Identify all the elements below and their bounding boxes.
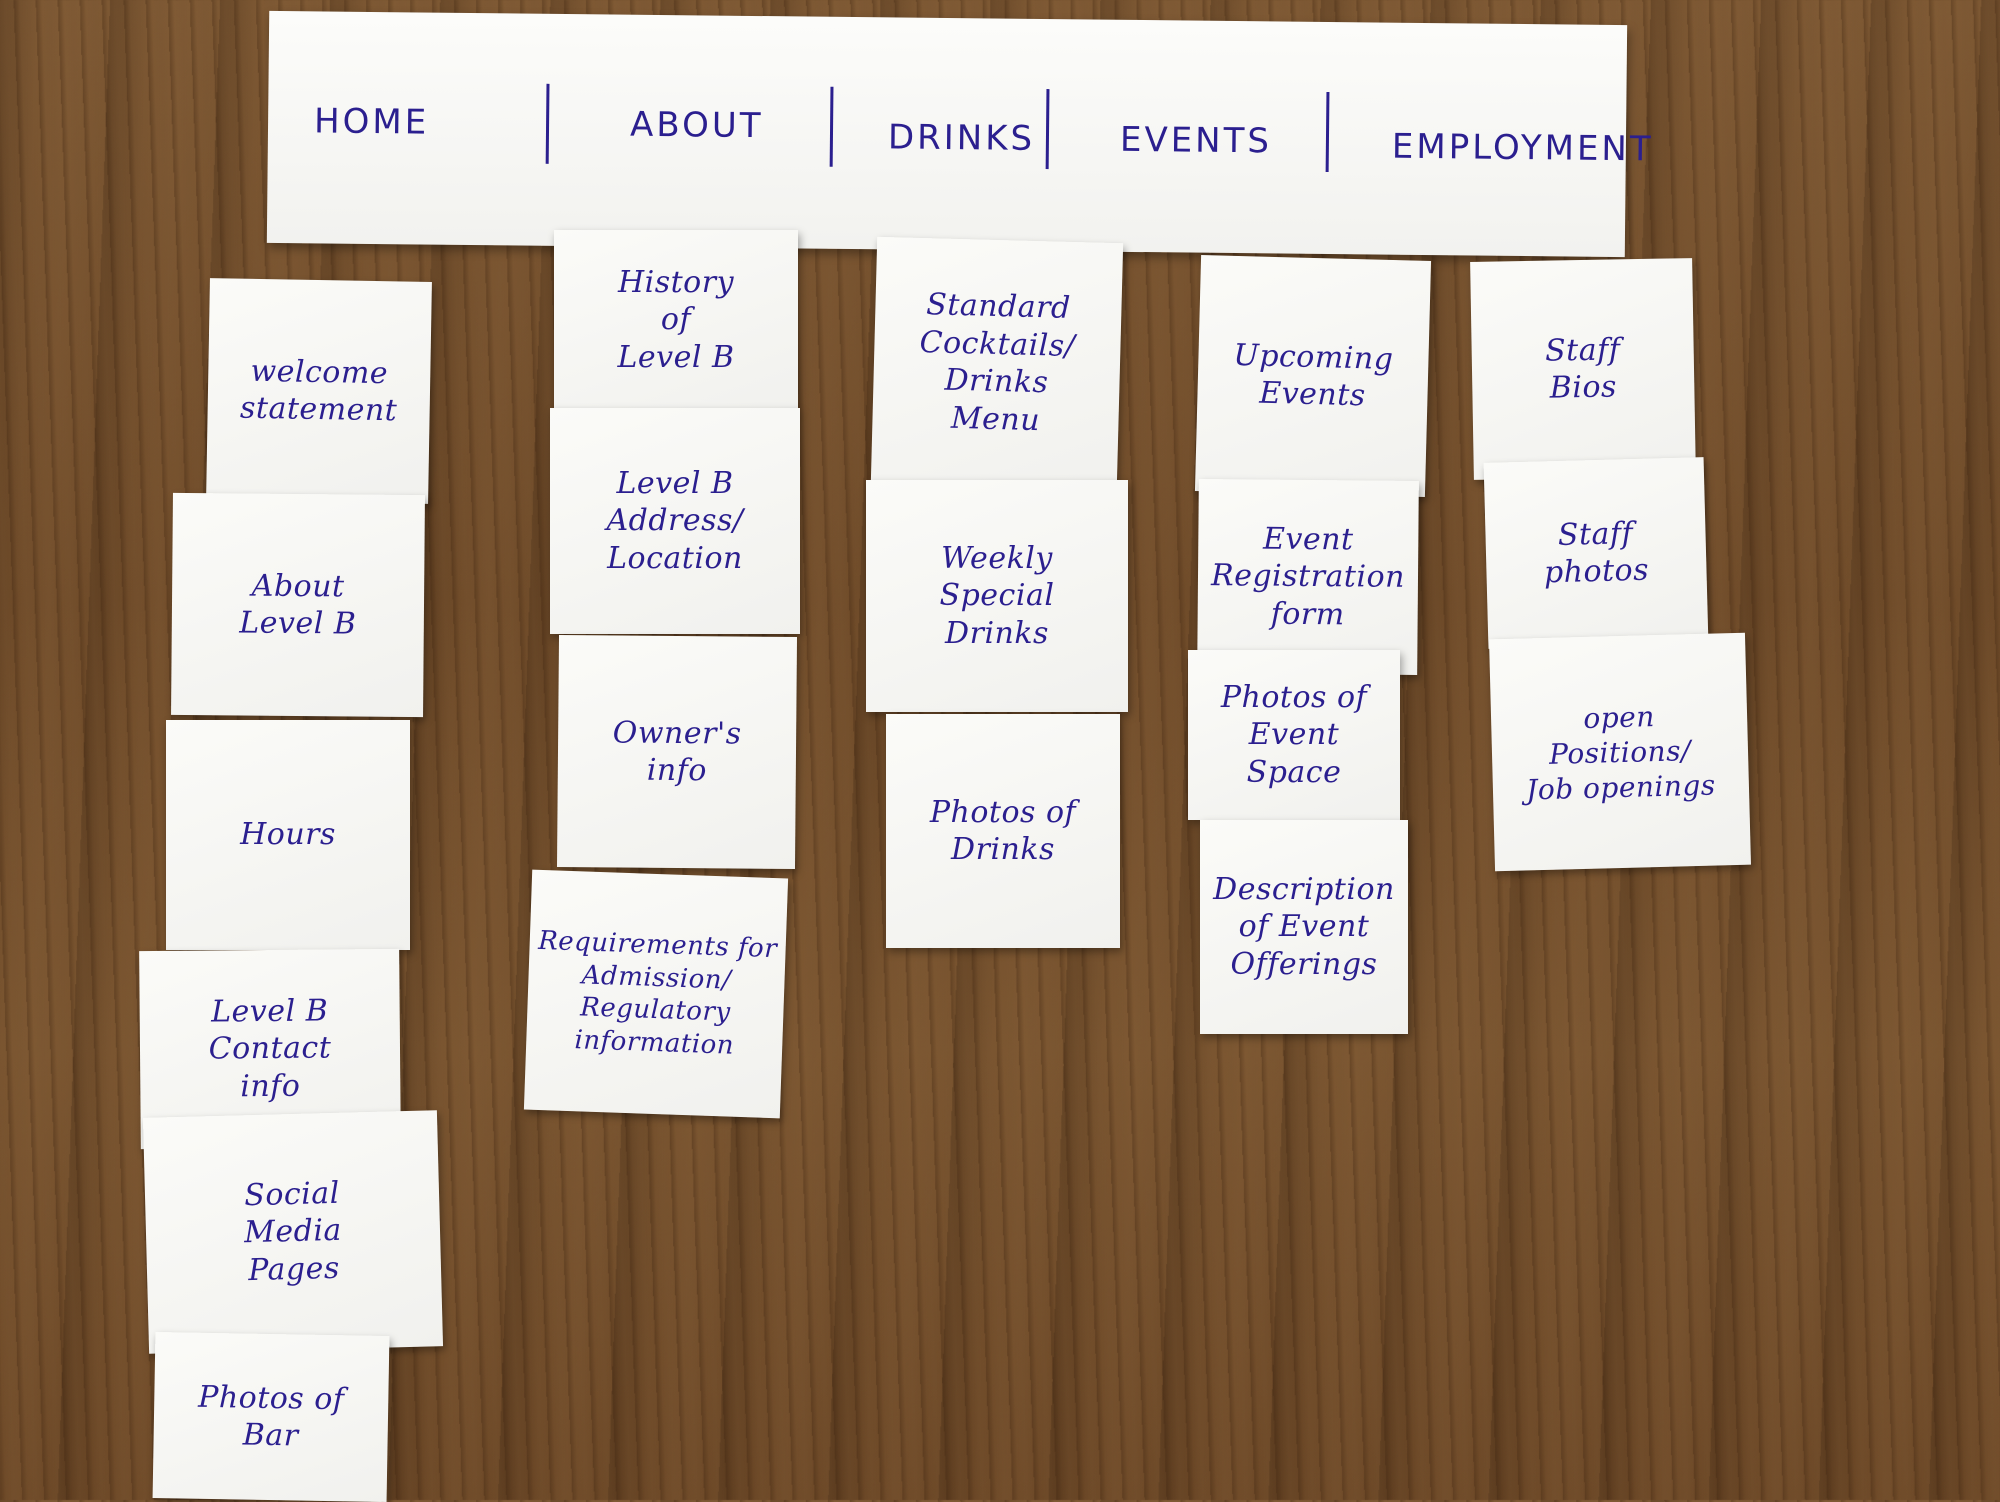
drinks-card-photos: Photos of Drinks: [886, 714, 1120, 948]
about-card-owner: Owner's info: [556, 634, 798, 870]
nav-item-home: HOME: [313, 101, 430, 143]
nav-divider: [545, 83, 550, 164]
home-card-photos: Photos of Bar: [152, 1331, 390, 1502]
nav-item-events: EVENTS: [1119, 119, 1273, 162]
home-card-welcome: welcome statement: [206, 278, 432, 504]
nav-strip: HOME ABOUT DRINKS EVENTS EMPLOYMENT: [266, 10, 1654, 258]
about-card-requirements: Requirements for Admission/ Regulatory i…: [523, 869, 789, 1119]
about-card-history: History of Level B: [554, 230, 798, 410]
employment-card-positions: open Positions/ Job openings: [1489, 632, 1751, 872]
nav-item-drinks: DRINKS: [887, 117, 1036, 159]
events-card-registration: Event Registration form: [1197, 479, 1419, 675]
about-card-address: Level B Address/ Location: [550, 408, 800, 634]
employment-card-bios: Staff Bios: [1470, 258, 1696, 480]
home-card-hours: Hours: [166, 720, 410, 950]
nav-item-about: ABOUT: [629, 104, 764, 147]
nav-item-employment: EMPLOYMENT: [1391, 126, 1654, 170]
events-card-photos: Photos of Event Space: [1188, 650, 1400, 820]
employment-card-photos: Staff photos: [1483, 457, 1709, 649]
events-card-description: Description of Event Offerings: [1200, 820, 1408, 1034]
home-card-social: Social Media Pages: [142, 1110, 444, 1354]
drinks-card-menu: Standard Cocktails/ Drinks Menu: [870, 236, 1124, 490]
nav-divider: [1045, 89, 1050, 170]
nav-divider: [829, 86, 834, 167]
home-card-about: About Level B: [171, 492, 425, 718]
drinks-card-weekly: Weekly Special Drinks: [866, 480, 1128, 712]
nav-divider: [1325, 91, 1330, 172]
events-card-upcoming: Upcoming Events: [1194, 255, 1432, 497]
